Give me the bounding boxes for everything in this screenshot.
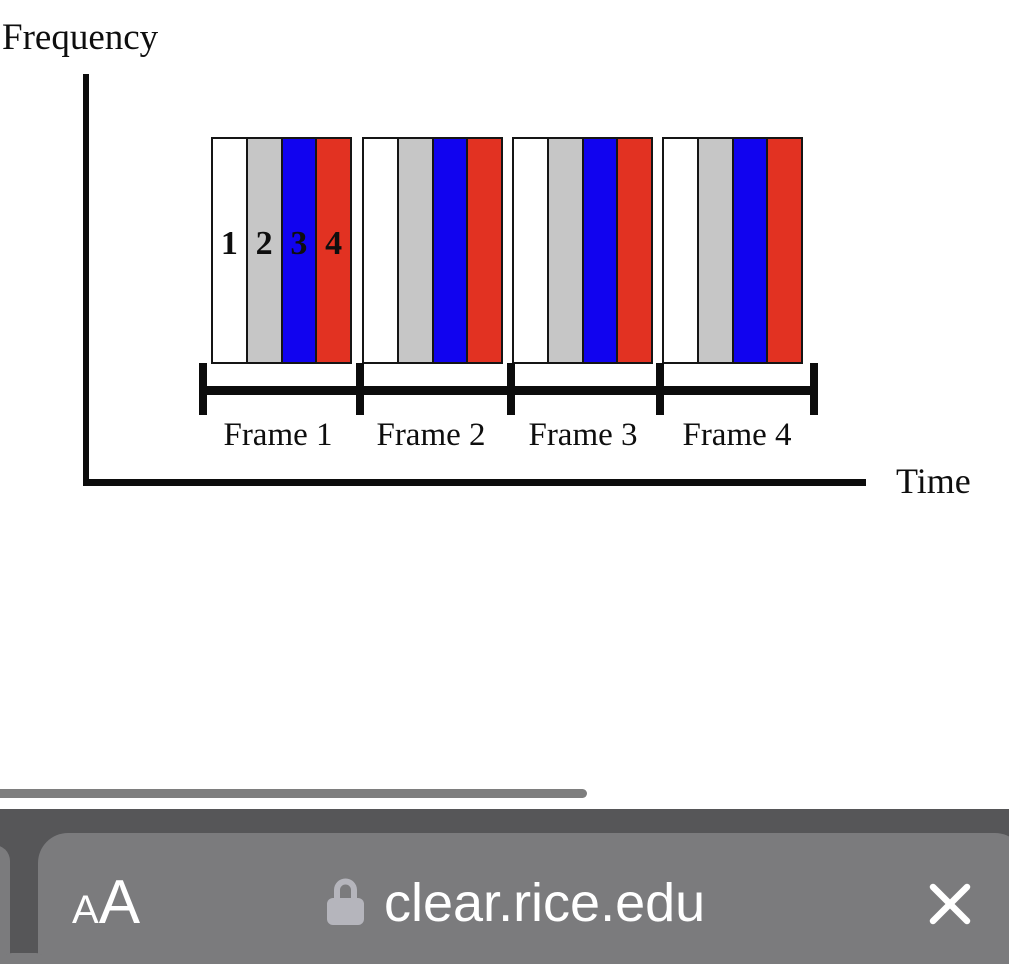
slot-1 xyxy=(664,139,697,362)
slot-3: 3 xyxy=(280,139,316,362)
reader-small-a: A xyxy=(72,888,99,932)
url-bar[interactable] xyxy=(38,833,1009,964)
reader-options-button[interactable]: AA xyxy=(72,872,140,934)
slot-1: 1 xyxy=(213,139,246,362)
close-button[interactable] xyxy=(922,876,978,932)
frame-2-label: Frame 2 xyxy=(376,417,486,453)
close-icon xyxy=(929,883,971,925)
slot-4-label: 4 xyxy=(325,224,343,262)
bracket-tick xyxy=(507,363,515,415)
bracket-tick xyxy=(199,363,207,415)
slot-1-label: 1 xyxy=(220,224,238,262)
url-text[interactable]: clear.rice.edu xyxy=(384,873,706,933)
slot-4 xyxy=(466,139,501,362)
frequency-axis-label: Frequency xyxy=(2,17,159,58)
bracket-tick xyxy=(656,363,664,415)
frame-3-slots xyxy=(512,137,653,364)
safari-bottom-toolbar xyxy=(0,809,1009,964)
frame-2-slots xyxy=(362,137,503,364)
frame-3-label: Frame 3 xyxy=(528,417,638,453)
slot-2: 2 xyxy=(245,139,281,362)
lock-icon xyxy=(326,876,364,931)
slot-2 xyxy=(696,139,732,362)
slot-3-label: 3 xyxy=(290,224,308,262)
bracket-tick xyxy=(810,363,818,415)
slot-4 xyxy=(616,139,651,362)
slot-2-label: 2 xyxy=(255,224,273,262)
slot-4: 4 xyxy=(315,139,350,362)
x-axis-line xyxy=(83,479,866,486)
slot-3 xyxy=(431,139,467,362)
slot-4 xyxy=(766,139,801,362)
previous-tab-peek[interactable] xyxy=(0,845,10,964)
horizontal-scroll-indicator[interactable] xyxy=(0,789,587,798)
time-axis-label: Time xyxy=(896,461,971,501)
y-axis-line xyxy=(83,74,89,486)
frame-1-label: Frame 1 xyxy=(223,417,333,453)
slot-2 xyxy=(396,139,432,362)
frame-4-label: Frame 4 xyxy=(682,417,792,453)
slot-3 xyxy=(731,139,767,362)
reader-large-a: A xyxy=(98,868,141,937)
slot-3 xyxy=(581,139,617,362)
bracket-tick xyxy=(356,363,364,415)
slot-1 xyxy=(364,139,397,362)
frame-1-slots: 1 2 3 4 xyxy=(211,137,352,364)
frame-4-slots xyxy=(662,137,803,364)
toolbar-decoration xyxy=(2,953,46,964)
slot-2 xyxy=(546,139,582,362)
slot-1 xyxy=(514,139,547,362)
